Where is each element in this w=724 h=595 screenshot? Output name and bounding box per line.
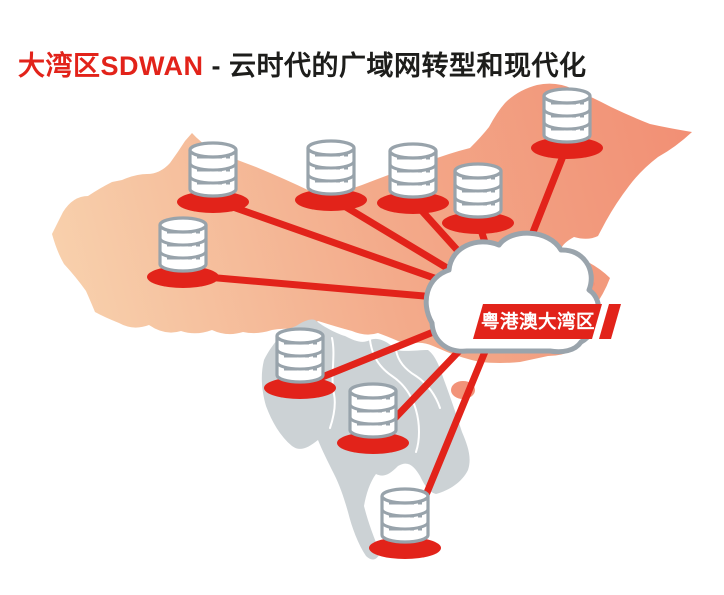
cloud-label-text: 粤港澳大湾区 xyxy=(481,311,595,332)
database-icon-site-sea-south xyxy=(367,487,443,561)
title-highlight: 大湾区SDWAN xyxy=(18,51,204,82)
country-borders xyxy=(329,337,441,453)
cloud-label-badge: 粤港澳大湾区 xyxy=(473,304,621,339)
title-rest: 云时代的广域网转型和现代化 xyxy=(229,51,587,82)
page-title: 大湾区SDWAN - 云时代的广域网转型和现代化 xyxy=(18,44,587,83)
ribbon-slash xyxy=(592,304,609,339)
database-icon-site-north-2 xyxy=(293,139,369,213)
title-separator: - xyxy=(203,51,229,82)
